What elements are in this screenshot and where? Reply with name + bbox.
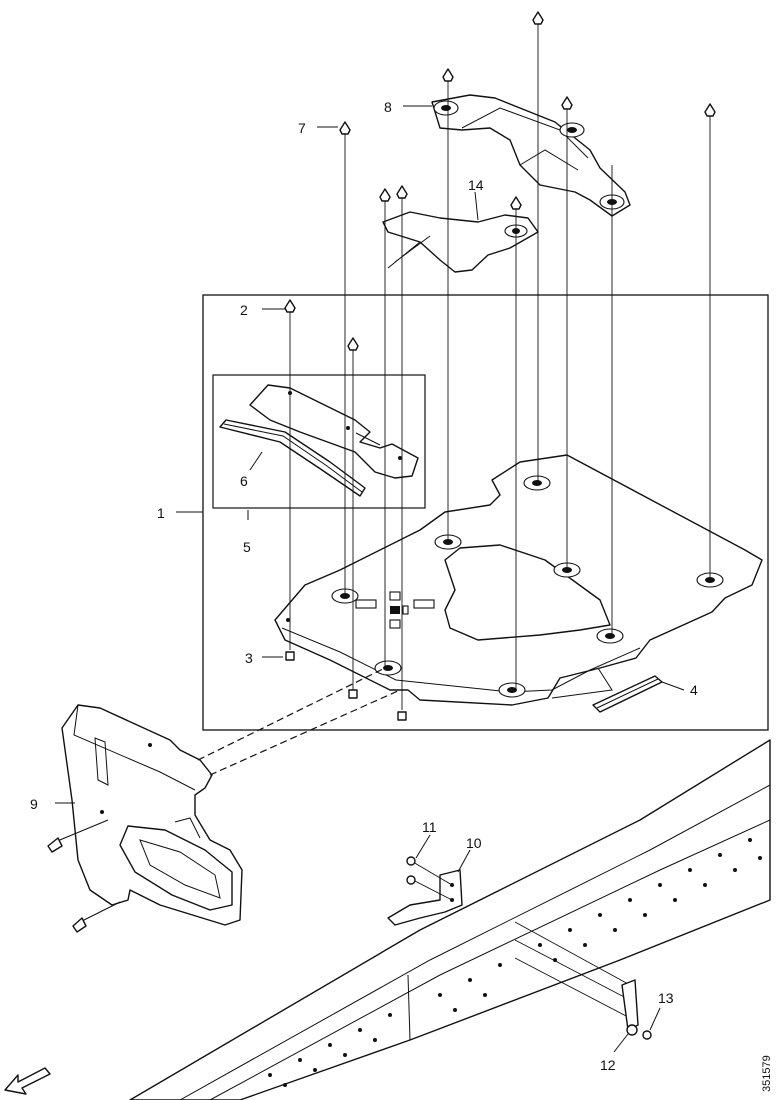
- nut-fasteners: [284, 11, 716, 721]
- frame-clip: [514, 921, 652, 1040]
- side-panel: [61, 704, 243, 926]
- seal-strip: [219, 419, 366, 497]
- callout-1: 1: [157, 505, 165, 521]
- forward-direction-arrow-icon: [4, 1067, 51, 1095]
- bracket-14: [382, 211, 539, 273]
- side-panel-dashed-links: [197, 667, 401, 776]
- callout-10: 10: [466, 835, 482, 851]
- callout-labels: 1 2 3 4 5 6 7 8 9 10 11 12 13 14: [30, 99, 698, 1073]
- skid-plate: [274, 454, 763, 706]
- assembly-axes: [289, 18, 711, 710]
- callout-2: 2: [240, 302, 248, 318]
- upper-bracket: [431, 94, 631, 217]
- callout-14: 14: [468, 177, 484, 193]
- callout-5: 5: [243, 539, 251, 555]
- leader-lines: [55, 105, 685, 1053]
- callout-3: 3: [245, 650, 253, 666]
- callout-11: 11: [422, 819, 437, 835]
- callout-4: 4: [690, 682, 698, 698]
- rubber-strip: [592, 675, 663, 713]
- callout-8: 8: [384, 99, 392, 115]
- document-number: 351579: [761, 1055, 773, 1092]
- callout-7: 7: [298, 120, 306, 136]
- side-panel-bolts: [47, 819, 121, 933]
- callout-12: 12: [600, 1057, 616, 1073]
- small-bracket: [387, 856, 463, 926]
- inset-bracket: [249, 384, 419, 479]
- plate-markings: [355, 591, 435, 629]
- callout-9: 9: [30, 796, 38, 812]
- inset-frame: [212, 374, 426, 509]
- callout-13: 13: [658, 990, 674, 1006]
- callout-6: 6: [240, 473, 248, 489]
- frame-rail: [129, 739, 771, 1100]
